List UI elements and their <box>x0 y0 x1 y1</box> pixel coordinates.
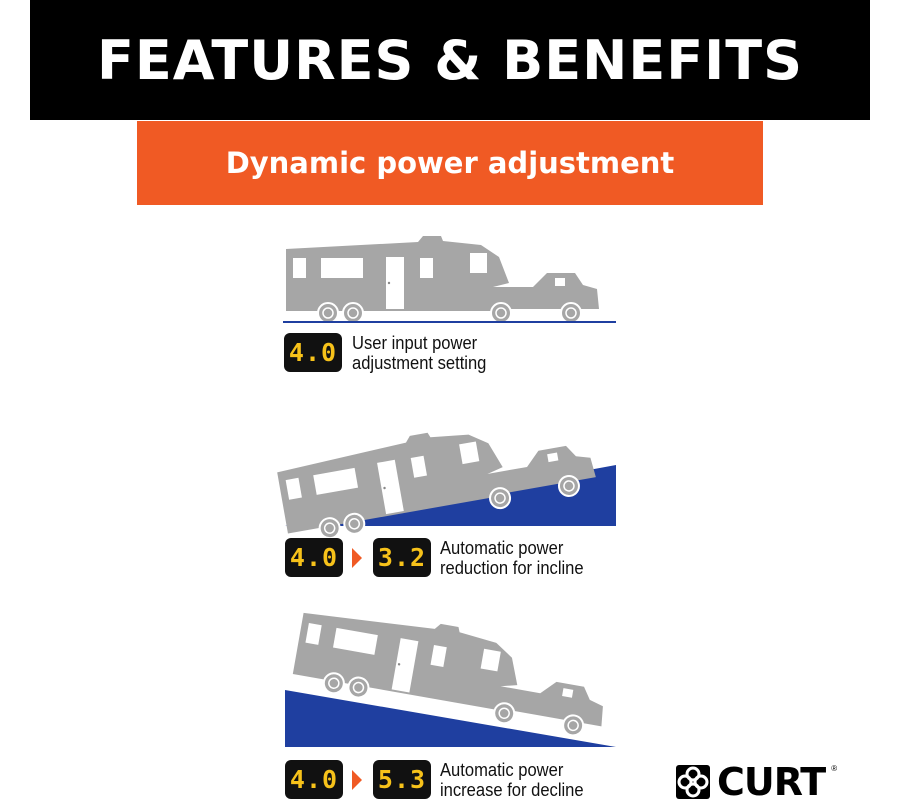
power-display-to: 5.3 <box>373 760 431 799</box>
level-ground-scene <box>283 236 616 323</box>
caption-line: adjustment setting <box>352 353 487 373</box>
decline-scene <box>285 600 616 747</box>
power-display-from: 4.0 <box>285 538 343 577</box>
caption-line: User input power <box>352 333 478 353</box>
arrow-right-icon <box>352 770 362 790</box>
rv-truck-illustration <box>286 236 599 323</box>
caption-line: increase for decline <box>440 780 584 800</box>
caption-line: reduction for incline <box>440 558 584 578</box>
dynamic-power-banner: Dynamic power adjustment <box>137 121 763 205</box>
power-display-to: 3.2 <box>373 538 431 577</box>
decline-ground <box>285 690 616 747</box>
registered-mark: ® <box>831 764 838 773</box>
caption-line: Automatic power <box>440 760 564 780</box>
header-title: FEATURES & BENEFITS <box>97 28 803 92</box>
banner-title: Dynamic power adjustment <box>225 146 675 180</box>
power-display-from: 4.0 <box>285 760 343 799</box>
power-display-setting: 4.0 <box>284 333 342 372</box>
curt-emblem-icon <box>676 765 710 799</box>
brand-name: CURT <box>717 760 826 804</box>
curt-logo: CURT ® <box>675 760 837 804</box>
caption-incline: Automatic power reduction for incline <box>440 538 584 578</box>
caption-decline: Automatic power increase for decline <box>440 760 584 800</box>
arrow-right-icon <box>352 548 362 568</box>
incline-scene <box>275 405 616 545</box>
caption-line: Automatic power <box>440 538 564 558</box>
caption-user-input: User input power adjustment setting <box>352 333 486 373</box>
features-benefits-header: FEATURES & BENEFITS <box>30 0 870 120</box>
